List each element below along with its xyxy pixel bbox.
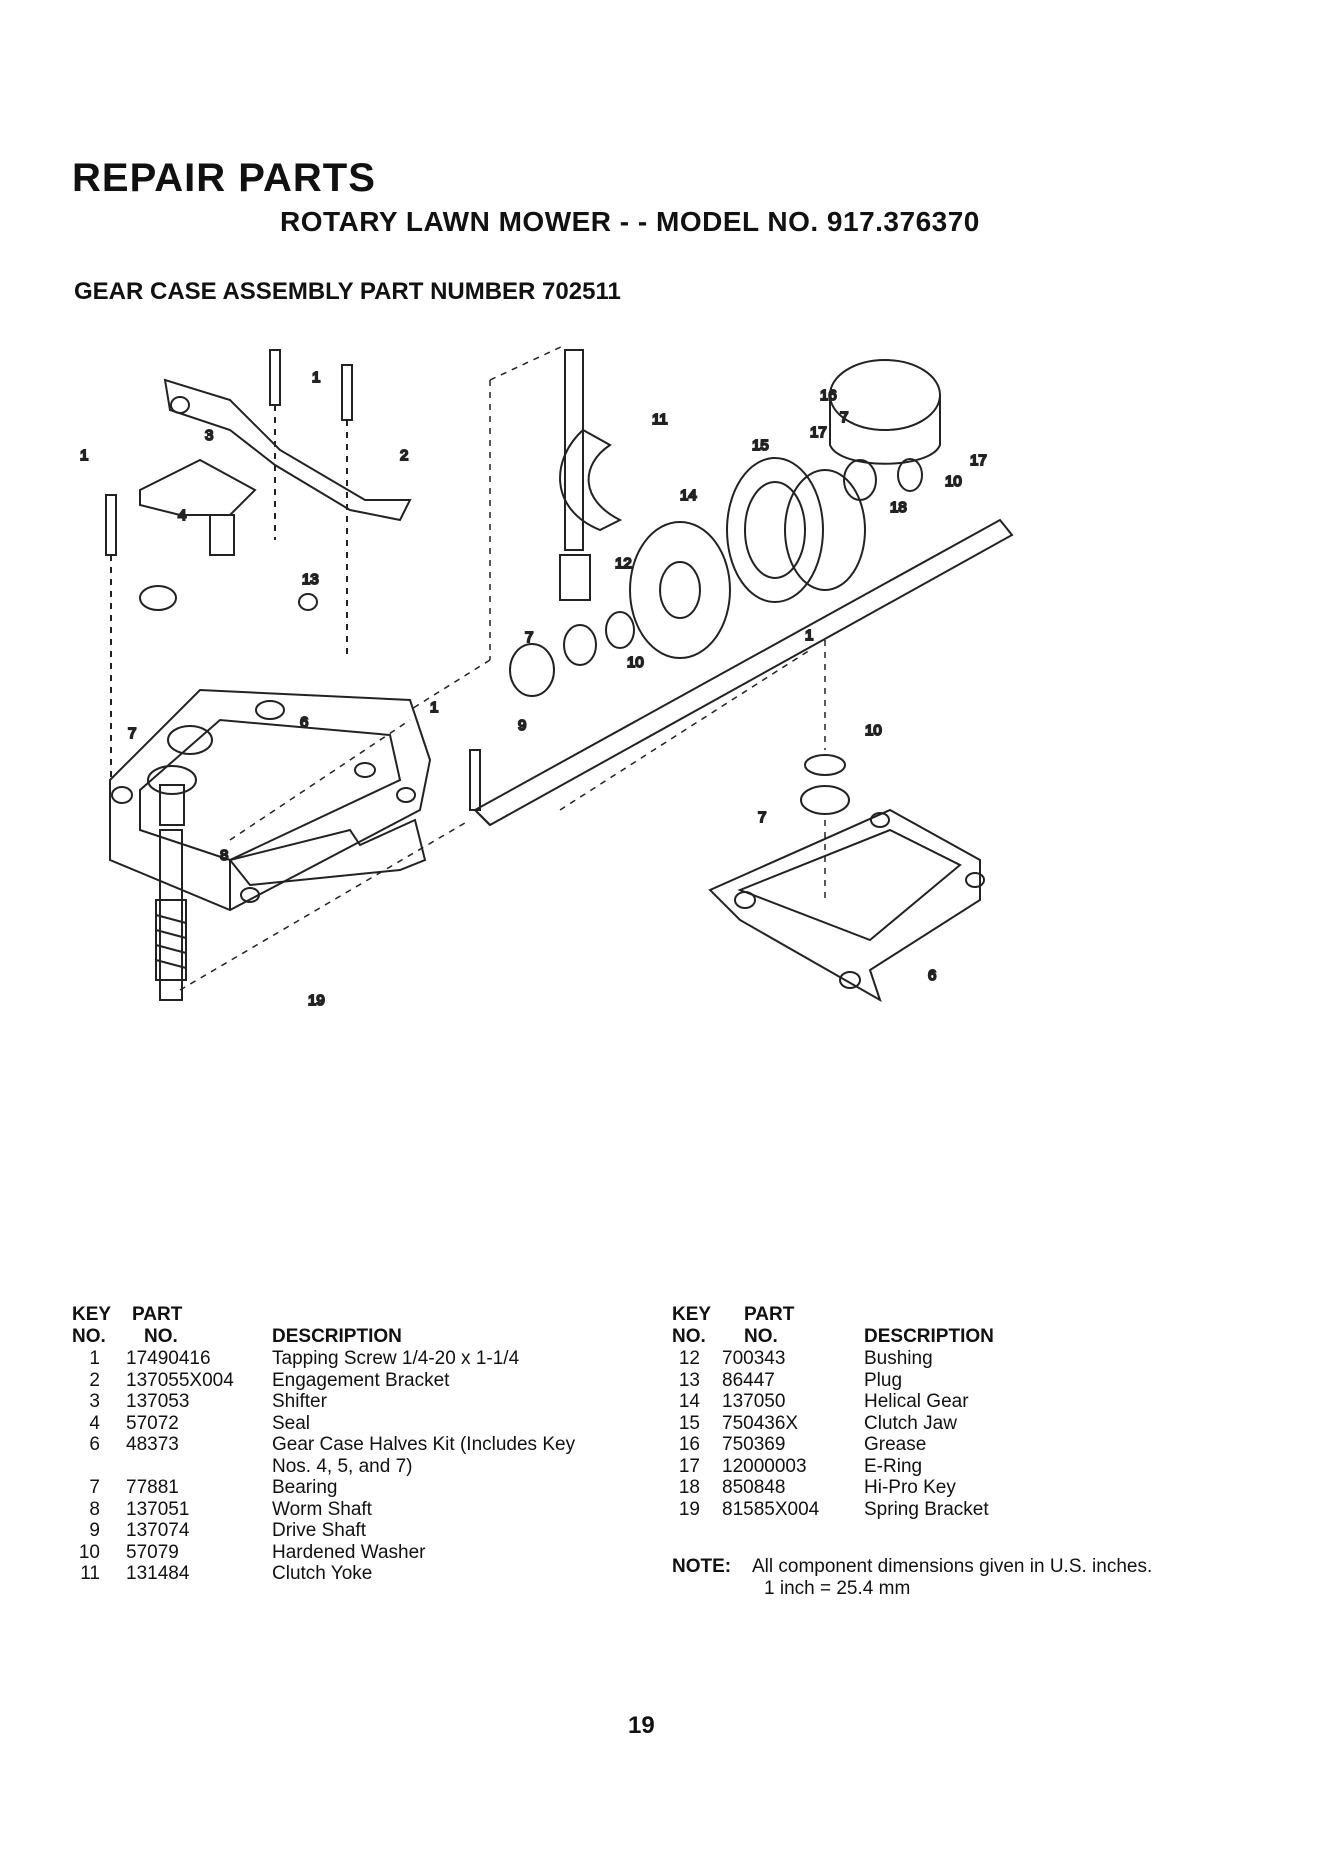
lower-bearing <box>800 785 850 815</box>
header-key: KEY <box>72 1304 112 1325</box>
note-line-2: 1 inch = 25.4 mm <box>764 1578 911 1599</box>
header-part: PART <box>744 1304 795 1325</box>
model-subtitle: ROTARY LAWN MOWER - - MODEL NO. 917.3763… <box>280 206 980 237</box>
header-part: PART <box>132 1304 183 1325</box>
callout-18: 18 <box>890 499 907 516</box>
grease-container <box>829 359 941 465</box>
callout-6: 6 <box>300 714 308 731</box>
header-key: KEY <box>672 1304 712 1325</box>
callout-3: 3 <box>205 427 213 444</box>
bushing <box>559 554 591 601</box>
header-part-no: NO. <box>744 1326 778 1347</box>
callout-6b: 6 <box>928 967 936 984</box>
header-key-no: NO. <box>672 1326 706 1347</box>
callout-1b: 1 <box>80 447 88 464</box>
clutch-yoke <box>559 349 623 551</box>
callout-11: 11 <box>652 411 668 428</box>
clutch-jaw <box>726 457 866 603</box>
note-label: NOTE: <box>672 1556 732 1577</box>
e-ring <box>897 458 923 492</box>
helical-gear <box>629 521 731 659</box>
shifter <box>139 458 257 556</box>
callout-10: 10 <box>627 654 644 671</box>
callout-1: 1 <box>312 369 320 386</box>
gear-case-upper-half <box>109 688 432 912</box>
header-description: DESCRIPTION <box>272 1326 402 1347</box>
engagement-bracket <box>163 378 412 522</box>
section-title: GEAR CASE ASSEMBLY PART NUMBER 702511 <box>74 278 621 305</box>
tapping-screws <box>105 349 481 811</box>
callout-7: 7 <box>128 725 136 742</box>
callout-7b: 7 <box>525 629 533 646</box>
drive-shaft <box>473 518 1014 827</box>
gear-case-lower-half <box>708 808 985 1003</box>
worm-shaft-assembly <box>147 765 197 1001</box>
washer-right <box>605 611 635 649</box>
header-key-no: NO. <box>72 1326 106 1347</box>
parts-table-header: KEY NO. PART NO. DESCRIPTION <box>672 1304 1272 1348</box>
plug <box>298 593 318 611</box>
callout-10c: 10 <box>945 473 962 490</box>
callout-1c: 1 <box>430 699 438 716</box>
callout-7c: 7 <box>840 409 848 426</box>
callout-9: 9 <box>518 717 526 734</box>
washer <box>843 459 877 501</box>
parts-table-header: KEY NO. PART NO. DESCRIPTION <box>72 1304 632 1348</box>
header-part-no: NO. <box>144 1326 178 1347</box>
callout-19: 19 <box>308 992 325 1009</box>
callout-16: 16 <box>820 387 837 404</box>
page-number: 19 <box>628 1712 655 1739</box>
washer-left <box>563 624 597 666</box>
callout-7d: 7 <box>758 809 766 826</box>
page-title: REPAIR PARTS <box>72 156 376 200</box>
lower-washer <box>804 754 846 776</box>
exploded-parts-diagram: 1 1 1 1 2 3 4 6 6 7 7 7 7 8 9 10 10 10 1… <box>79 340 1240 1200</box>
callout-17b: 17 <box>810 424 827 441</box>
bearing-left <box>509 643 555 697</box>
callout-1d: 1 <box>805 627 813 644</box>
callout-17: 17 <box>970 452 987 469</box>
note-line-1: All component dimensions given in U.S. i… <box>752 1556 1153 1577</box>
callout-8: 8 <box>220 847 228 864</box>
callout-12: 12 <box>615 555 632 572</box>
callout-14: 14 <box>680 487 697 504</box>
callout-15: 15 <box>752 437 769 454</box>
callout-10b: 10 <box>865 722 882 739</box>
callout-13: 13 <box>302 571 319 588</box>
header-description: DESCRIPTION <box>864 1326 994 1347</box>
spring-bracket <box>228 818 427 887</box>
seal-ring <box>139 585 177 611</box>
callout-4: 4 <box>178 507 186 524</box>
callout-2: 2 <box>400 447 408 464</box>
